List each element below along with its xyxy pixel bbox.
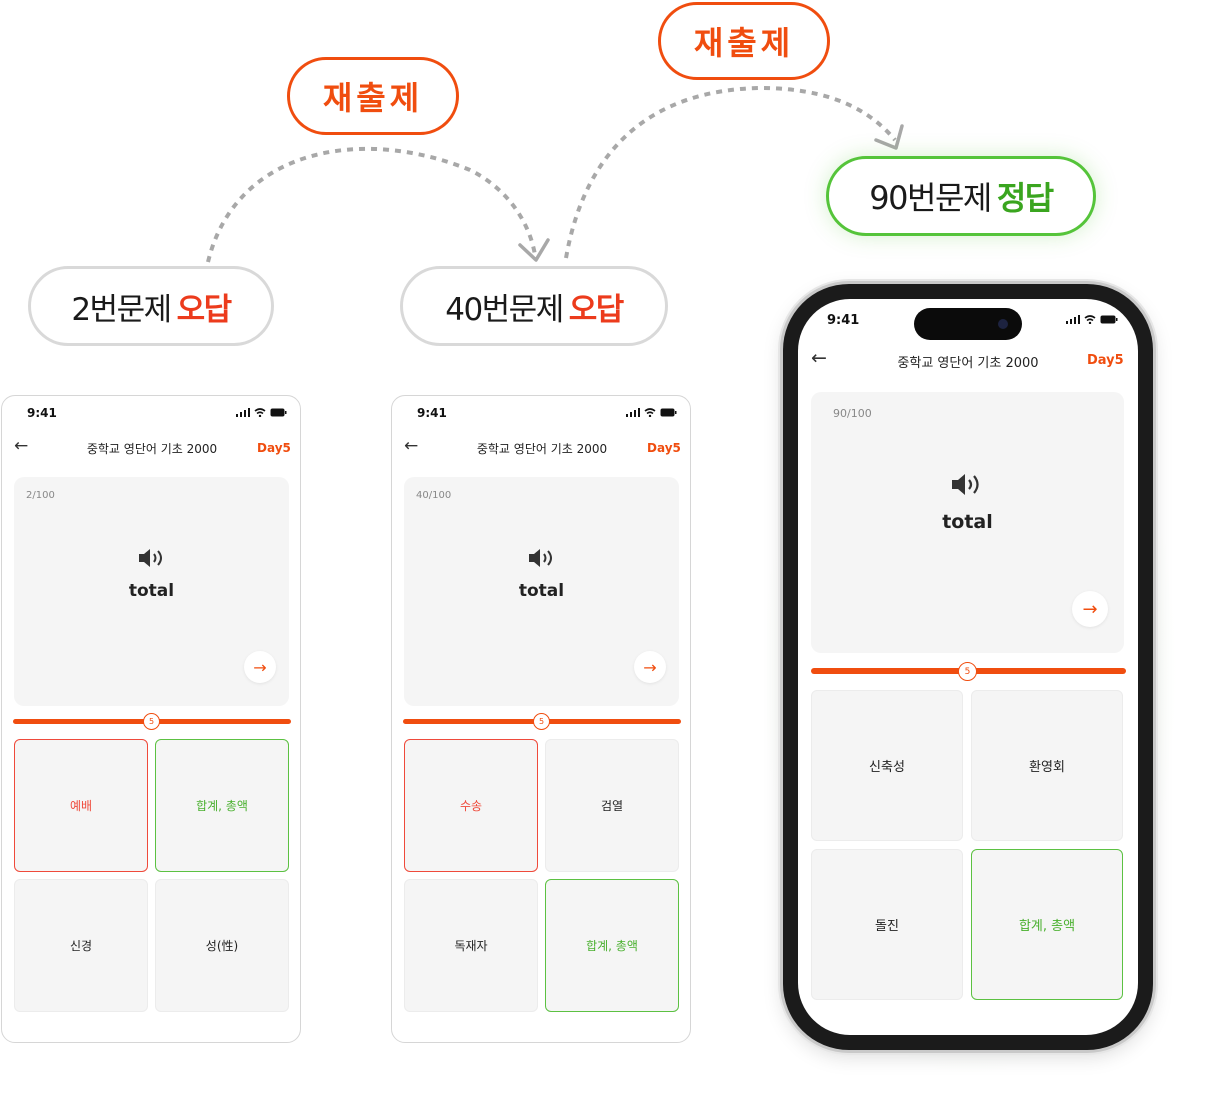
option-text: 독재자 xyxy=(454,939,488,953)
option-text: 예배 xyxy=(69,799,93,813)
option-text: 환영회 xyxy=(1029,760,1065,775)
answer-option-2[interactable]: 검열 xyxy=(545,739,679,872)
wifi-icon xyxy=(644,408,656,417)
question-card: 40/100 total → xyxy=(404,477,679,706)
result-wrong: 오답 xyxy=(568,291,625,328)
phone-side-button xyxy=(779,432,783,466)
option-text: 돌진 xyxy=(875,919,899,934)
option-text: 성(性) xyxy=(205,939,239,953)
next-arrow-button[interactable]: → xyxy=(1072,591,1108,627)
progress-knob[interactable]: 5 xyxy=(958,662,977,681)
answer-option-4[interactable]: 합계, 총액 xyxy=(971,849,1123,1000)
option-text: 합계, 총액 xyxy=(1018,919,1076,934)
back-arrow-icon[interactable]: ← xyxy=(14,436,29,456)
answer-option-2[interactable]: 합계, 총액 xyxy=(155,739,289,872)
speaker-icon[interactable] xyxy=(527,547,559,569)
question-number: 40번문제 xyxy=(445,291,564,328)
page-title: 중학교 영단어 기초 2000 xyxy=(897,356,1039,371)
status-icons xyxy=(236,408,287,417)
status-time: 9:41 xyxy=(417,406,447,420)
quiz-screen-q2: 9:41 ← 중학교 영단어 기초 2000 Day5 2/100 total … xyxy=(1,395,301,1043)
reissue-label-1: 재출제 xyxy=(287,57,459,135)
question-number: 90번문제 xyxy=(869,179,992,217)
page-title: 중학교 영단어 기초 2000 xyxy=(86,442,218,456)
dynamic-island xyxy=(914,308,1022,340)
page-title: 중학교 영단어 기초 2000 xyxy=(476,442,608,456)
phone-power-button xyxy=(1153,530,1157,625)
reissue-arrows xyxy=(206,85,904,263)
phone-mockup: 9:41 ← 중학교 영단어 기초 2000 Day5 90/100 total… xyxy=(783,284,1153,1050)
option-text: 신경 xyxy=(69,939,93,953)
status-time: 9:41 xyxy=(827,313,860,328)
quiz-word: total xyxy=(942,511,993,533)
battery-icon xyxy=(660,408,677,417)
status-time: 9:41 xyxy=(27,406,57,420)
option-text: 신축성 xyxy=(869,760,905,775)
next-arrow-button[interactable]: → xyxy=(244,651,276,683)
back-arrow-icon[interactable]: ← xyxy=(404,436,419,456)
battery-icon xyxy=(1100,315,1118,324)
answer-option-4[interactable]: 성(性) xyxy=(155,879,289,1012)
option-text: 수송 xyxy=(459,799,483,813)
answer-option-3[interactable]: 신경 xyxy=(14,879,148,1012)
answer-option-3[interactable]: 독재자 xyxy=(404,879,538,1012)
answer-option-1[interactable]: 신축성 xyxy=(811,690,963,841)
quiz-word: total xyxy=(128,581,175,601)
question-number: 2번문제 xyxy=(71,291,172,328)
answer-option-3[interactable]: 돌진 xyxy=(811,849,963,1000)
answer-option-1[interactable]: 예배 xyxy=(14,739,148,872)
phone-volume-up xyxy=(779,490,783,552)
day-badge: Day5 xyxy=(1087,353,1124,368)
signal-icon xyxy=(626,408,640,417)
phone-volume-down xyxy=(779,566,783,628)
quiz-screen-q90: 9:41 ← 중학교 영단어 기초 2000 Day5 90/100 total… xyxy=(798,299,1138,1035)
status-icons xyxy=(1066,315,1118,324)
answer-option-2[interactable]: 환영회 xyxy=(971,690,1123,841)
answer-option-1[interactable]: 수송 xyxy=(404,739,538,872)
back-arrow-icon[interactable]: ← xyxy=(811,347,827,369)
result-correct: 정답 xyxy=(996,179,1054,217)
next-arrow-button[interactable]: → xyxy=(634,651,666,683)
battery-icon xyxy=(270,408,287,417)
signal-icon xyxy=(236,408,250,417)
result-wrong: 오답 xyxy=(176,291,233,328)
quiz-word: total xyxy=(518,581,565,601)
arrow-q2-to-q40 xyxy=(206,146,537,263)
day-badge: Day5 xyxy=(647,441,681,455)
reissue-text: 재출제 xyxy=(693,24,795,62)
progress-knob[interactable]: 5 xyxy=(143,713,160,730)
question-counter: 90/100 xyxy=(833,407,872,420)
wifi-icon xyxy=(254,408,266,417)
arrow-q40-to-q90 xyxy=(564,85,897,259)
reissue-label-2: 재출제 xyxy=(658,2,830,80)
wifi-icon xyxy=(1084,315,1096,324)
speaker-icon[interactable] xyxy=(950,472,986,497)
day-badge: Day5 xyxy=(257,441,291,455)
option-text: 합계, 총액 xyxy=(196,799,248,813)
answer-option-4[interactable]: 합계, 총액 xyxy=(545,879,679,1012)
question-counter: 2/100 xyxy=(26,490,55,501)
camera-icon xyxy=(998,319,1008,329)
signal-icon xyxy=(1066,315,1080,324)
quiz-screen-q40: 9:41 ← 중학교 영단어 기초 2000 Day5 40/100 total… xyxy=(391,395,691,1043)
progress-knob[interactable]: 5 xyxy=(533,713,550,730)
question-counter: 40/100 xyxy=(416,490,452,501)
question-card: 2/100 total → xyxy=(14,477,289,706)
question-card: 90/100 total → xyxy=(811,392,1124,653)
speaker-icon[interactable] xyxy=(137,547,169,569)
option-text: 합계, 총액 xyxy=(586,939,638,953)
status-icons xyxy=(626,408,677,417)
option-text: 검열 xyxy=(600,799,624,813)
reissue-text: 재출제 xyxy=(322,79,424,117)
